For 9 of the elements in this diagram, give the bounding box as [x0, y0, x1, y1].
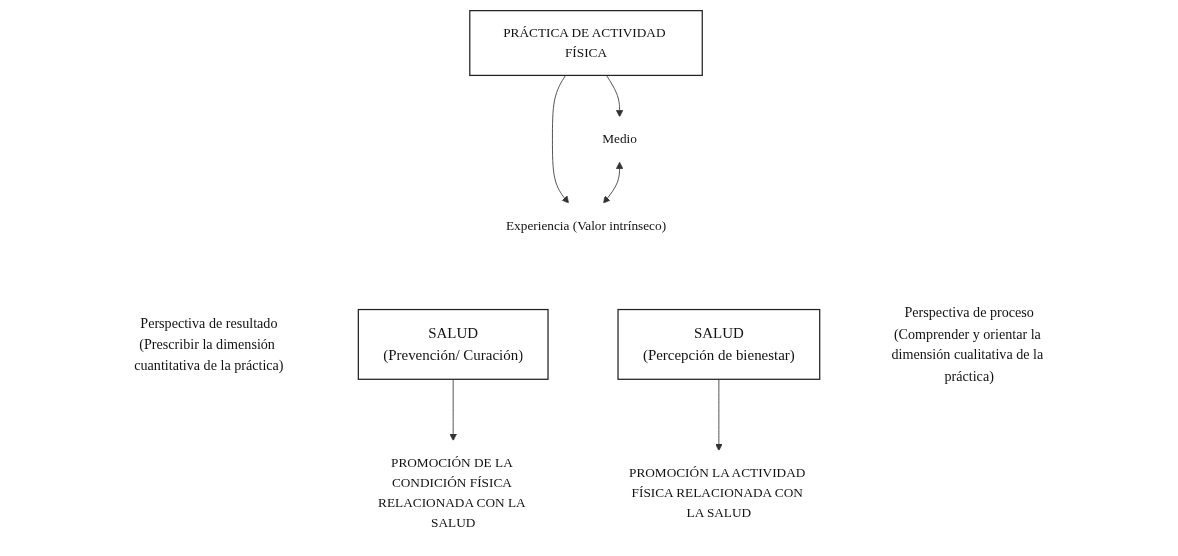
node-box: SALUD (Prevención/ Curación) — [357, 308, 549, 380]
node-text: Perspectiva de resultado (Prescribir la dimensión cuantitativa de la práctica) — [134, 315, 284, 374]
node-text: Experiencia (Valor intrínseco) — [505, 218, 667, 233]
node-text: Perspectiva de proceso (Comprender y orientar la dimensión cualitativa de la práctica) — [891, 304, 1044, 384]
node-box: SALUD (Percepción de bienestar) — [617, 308, 821, 380]
node-text: Medio — [602, 131, 637, 146]
node-text: PROMOCIÓN LA ACTIVIDAD FÍSICA RELACIONADA CON LA SALUD — [628, 465, 806, 520]
node-text: PROMOCIÓN DE LA CONDICIÓN FÍSICA RELACIONADA CON LA SALUD — [378, 455, 525, 530]
node-box: PRÁCTICA DE ACTIVIDAD FÍSICA — [469, 10, 703, 77]
